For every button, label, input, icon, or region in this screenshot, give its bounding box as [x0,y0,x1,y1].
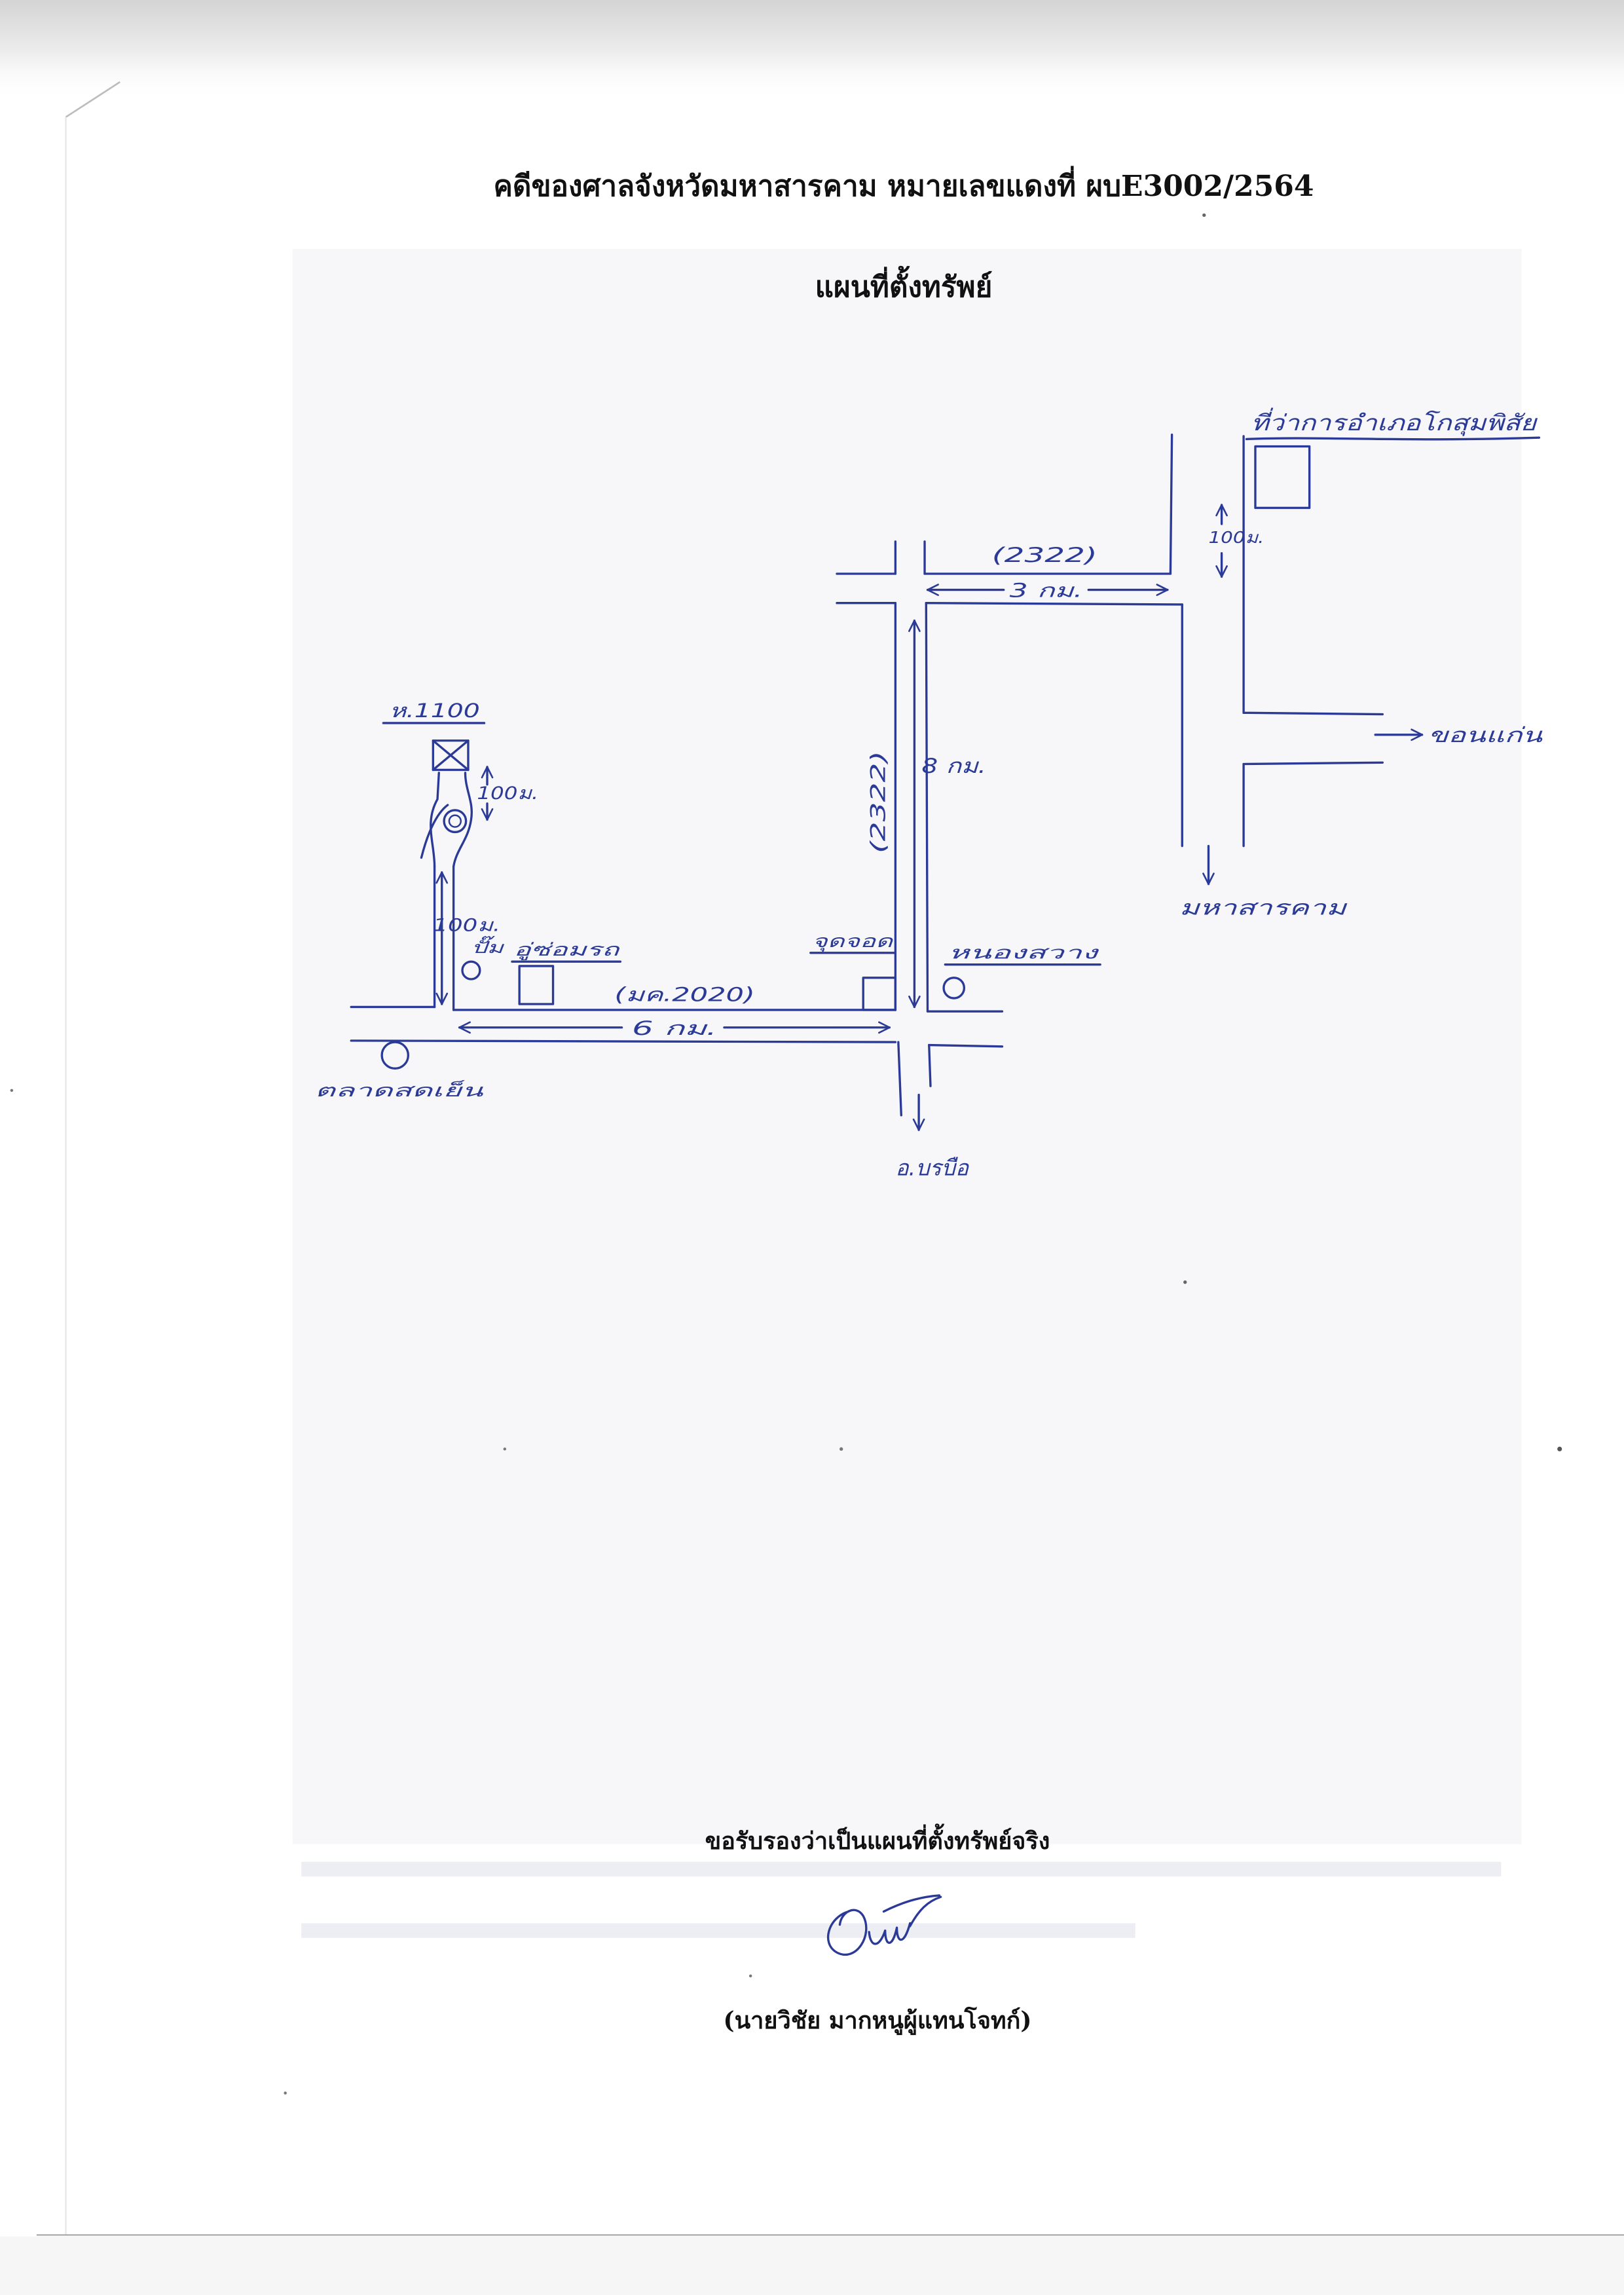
road-to-borabue-east-edge [928,1043,932,1087]
scan-speck [1183,1280,1187,1284]
bleed-through-panel [292,248,1522,1844]
certification-statement: ขอรับรองว่าเป็นแผนที่ตั้งทรัพย์จริง [705,1827,1050,1855]
landmark-east-building-label: จุดจอด [812,931,894,952]
scan-speck [1557,1446,1562,1451]
district-office-label: ที่ว่าการอำเภอโกสุมพิสัย [1251,407,1538,436]
landmark-southwest-circle-icon [380,1041,410,1070]
scanner-bottom-margin [0,2236,1624,2295]
road-2322-east-edge [925,602,929,1013]
landmark-southwest-circle-label: ตลาดสดเย็น [314,1080,483,1101]
signature-stroke [882,1894,942,1928]
map-title: แผนที่ตั้งทรัพย์ [815,271,993,304]
road-2322-north-south-distance-label: 8 กม. [922,755,986,778]
scan-speck [840,1447,843,1451]
property-plot-cross [432,739,470,772]
khon-kaen-branch-north-edge [1242,711,1384,716]
road-mk2020-south-edge-east [928,1043,1004,1048]
to-borabue-label: อ.บรบือ [895,1155,970,1180]
to-khon-kaen-label: ขอนแก่น [1428,724,1544,747]
landmark-west-building-label: อู่ซ่อมรถ [513,940,621,960]
scan-speck [1202,213,1206,217]
road-2322-north-south-label: (2322) [867,751,891,853]
signature-stroke [826,1909,868,1956]
access-road-branch-curve [420,804,449,859]
access-road-east-curve [452,772,473,868]
road-2322-east-west-label: (2322) [992,544,1098,567]
paper-corner-fold [65,81,120,118]
roundabout-inner-icon [448,814,462,828]
bleed-through-text [301,1861,1502,1876]
khon-kaen-branch-south-edge [1242,761,1384,766]
scan-speck [10,1089,14,1092]
junction-distance-label: 100ม. [433,915,500,935]
property-plot-label: ห.1100 [389,700,480,722]
bleed-through-text [301,1923,1135,1938]
signature-stroke [868,1922,912,1945]
property-distance-label: 100ม. [477,783,538,804]
landmark-east-building-icon [862,977,897,1011]
location-map: ห.1100 100ม. 100ม. ปั๊ม อู่ซ่อมรถ ตลาดสด… [314,407,1543,1180]
case-title: คดีของศาลจังหวัดมหาสารคาม หมายเลขแดงที่ … [493,170,1314,203]
landmark-west-circle-icon [461,960,481,980]
road-2322-top-south-edge-east [925,602,1183,606]
signature [826,1894,942,1956]
property-plot-icon [432,739,470,772]
road-to-borabue-west-edge [897,1041,902,1117]
landmark-east-circle-icon [942,977,966,999]
road-mk2020-south-edge-west [350,1039,897,1043]
district-office-underline [1245,436,1541,441]
scan-speck [503,1447,507,1451]
road-mk2020-label: (มค.2020) [614,984,754,1006]
scan-speck [748,1974,752,1978]
scanner-top-shade [0,0,1624,103]
landmark-west-circle-label: ปั๊ม [471,935,505,957]
road-2322-east-west-distance-label: 3 กม. [1010,580,1083,602]
roundabout-icon [443,809,468,834]
scan-speck [284,2091,287,2095]
landmark-east-circle-label: หนองสวาง [948,943,1099,963]
district-office-icon [1254,445,1311,510]
district-office-distance-label: 100ม. [1208,528,1264,547]
road-mk2020-distance-label: 6 กม. [632,1017,717,1039]
to-maha-sarakham-label: มหาสารคาม [1179,897,1348,920]
landmark-west-building-icon [518,965,555,1005]
highway-west-edge-north [1169,434,1173,575]
signatory-name: (นายวิชัย มากหนูผู้แทนโจทก์) [723,2007,1032,2034]
